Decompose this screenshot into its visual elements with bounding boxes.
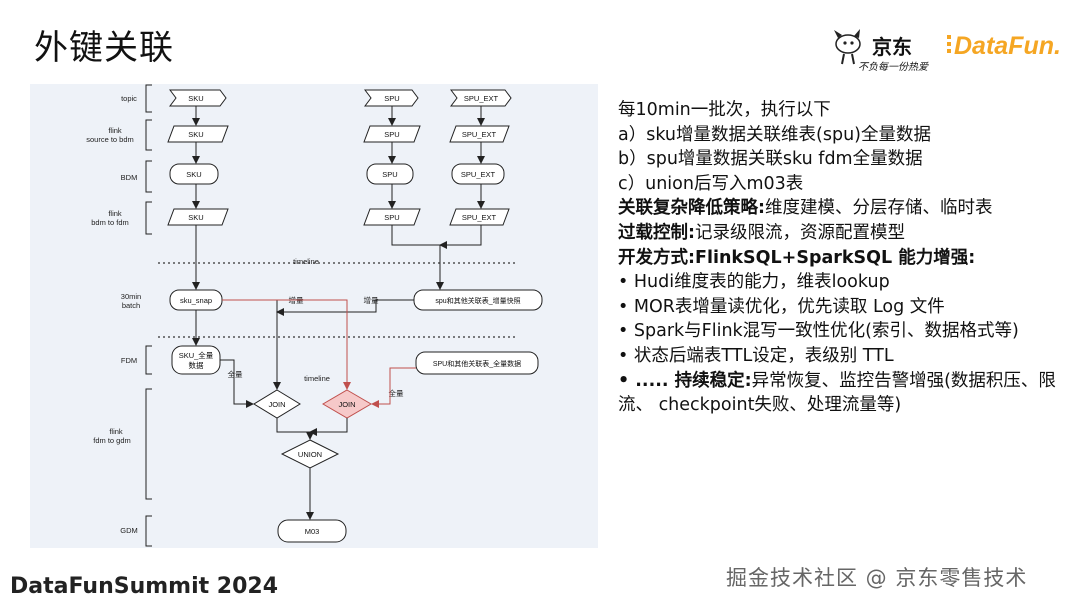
stage-flink-src-1: flink — [108, 126, 122, 135]
bdm-sku-node — [169, 163, 219, 185]
jd-dog-icon — [834, 29, 861, 65]
overload-line: 过载控制:记录级限流，资源配置模型 — [618, 221, 1063, 246]
stage-flink-src-2: source to bdm — [86, 135, 134, 144]
stage-fdm: FDM — [121, 356, 137, 365]
topic-sku-node — [169, 89, 227, 107]
incr-label-2: 增量 — [364, 295, 379, 305]
content-panel: 每10min一批次，执行以下 a）sku增量数据关联维表(spu)全量数据 b）… — [618, 98, 1063, 418]
spu-incr-label: spu和其他关联表_增量快照 — [435, 296, 520, 305]
bullet-4: • 状态后端表TTL设定，表级别 TTL — [618, 345, 894, 366]
full-label-2: 全量 — [389, 388, 404, 398]
content-line-3: b）spu增量数据关联sku fdm全量数据 — [618, 149, 923, 170]
topic-spu-node — [364, 89, 419, 107]
flow-diagram: topic flink source to bdm BDM flink bdm … — [30, 84, 598, 548]
overload-heading: 过载控制: — [618, 222, 695, 243]
stage-flink-gdm-2: fdm to gdm — [93, 436, 131, 445]
bullet-1: • Hudi维度表的能力，维表lookup — [618, 272, 890, 293]
stage-flink-bdm-2: bdm to fdm — [91, 218, 129, 227]
strategy-line: 关联复杂降低策略:维度建模、分层存储、临时表 — [618, 196, 1063, 221]
flink-sku-node — [167, 125, 229, 143]
sku-full-label-2: 数据 — [189, 360, 204, 370]
stage-batch-2: batch — [122, 301, 140, 310]
flow-diagram-svg: topic flink source to bdm BDM flink bdm … — [86, 84, 543, 547]
jd-slogan: 不负每一份热爱 — [858, 61, 929, 73]
join-label-2: JOIN — [338, 400, 355, 409]
spu-ext-label-2: SPU_EXT — [462, 130, 497, 139]
sku-label-4: SKU — [188, 213, 203, 222]
datafun-logo: DataFun. — [947, 32, 1061, 60]
bullet-2: • MOR表增量读优化，优先读取 Log 文件 — [618, 296, 945, 317]
datafun-mark-icon — [947, 35, 951, 53]
content-line-2: a）sku增量数据关联维表(spu)全量数据 — [618, 124, 931, 145]
content-line-4: c）union后写入m03表 — [618, 173, 804, 194]
stage-flink-gdm-1: flink — [109, 427, 123, 436]
sku-label-3: SKU — [186, 170, 201, 179]
timeline-label-2: timeline — [304, 374, 330, 383]
sku-snap-label: sku_snap — [180, 296, 212, 305]
topic-spu-ext-node — [450, 89, 512, 107]
spu-ext-label-1: SPU_EXT — [464, 94, 499, 103]
union-label: UNION — [298, 450, 322, 459]
sku-full-label-1: SKU_全量 — [179, 350, 214, 360]
strategy-text: 维度建模、分层存储、临时表 — [765, 198, 993, 219]
spu-label-3: SPU — [382, 170, 397, 179]
spu-label-1: SPU — [384, 94, 399, 103]
footer-watermark: 掘金技术社区 @ 京东零售技术 — [726, 566, 1028, 590]
spu-full-label: SPU和其他关联表_全量数据 — [433, 359, 521, 368]
bullet-5-heading: • ..... 持续稳定: — [618, 370, 752, 391]
fdm-flink-spu-node — [363, 208, 421, 226]
m03-label: M03 — [305, 527, 320, 536]
flink-spu-ext-node — [449, 125, 510, 143]
dev-mode-line: 开发方式:FlinkSQL+SparkSQL 能力增强: — [618, 247, 976, 268]
footer-summit: DataFunSummit 2024 — [10, 574, 279, 599]
bdm-spu-ext-node — [451, 163, 505, 185]
page-title: 外键关联 — [34, 28, 174, 68]
sku-label-1: SKU — [188, 94, 203, 103]
content-line-1: 每10min一批次，执行以下 — [618, 100, 831, 120]
jd-name: 京东 — [872, 35, 912, 59]
bdm-spu-node — [366, 163, 414, 185]
sku-label-2: SKU — [188, 130, 203, 139]
stage-batch-1: 30min — [121, 292, 141, 301]
spu-ext-label-3: SPU_EXT — [461, 170, 496, 179]
spu-ext-label-4: SPU_EXT — [462, 213, 497, 222]
bullet-3: • Spark与Flink混写一致性优化(索引、数据格式等) — [618, 321, 1019, 342]
timeline-label-1: timeline — [293, 257, 319, 266]
flink-spu-node — [363, 125, 421, 143]
stage-flink-bdm-1: flink — [108, 209, 122, 218]
spu-label-2: SPU — [384, 130, 399, 139]
spu-full-node — [415, 351, 539, 375]
fdm-flink-spu-ext-node — [449, 208, 510, 226]
jd-logo: 京东 不负每一份热爱 — [834, 29, 929, 73]
datafun-name: DataFun. — [954, 32, 1061, 60]
spu-label-4: SPU — [384, 213, 399, 222]
overload-text: 记录级限流，资源配置模型 — [695, 222, 905, 243]
m03-node — [277, 519, 347, 543]
strategy-heading: 关联复杂降低策略: — [618, 198, 765, 219]
bullet-5: • ..... 持续稳定:异常恢复、监控告警增强(数据积压、限流、 checkp… — [618, 369, 1063, 418]
stage-topic: topic — [121, 94, 137, 103]
fdm-flink-sku-node — [167, 208, 229, 226]
full-label-1: 全量 — [228, 369, 243, 379]
bullet-5-text: 异常恢复、监控告警增强(数据积压、限流、 checkpoint失败、处理流量等) — [618, 370, 1056, 416]
stage-gdm: GDM — [120, 526, 138, 535]
stage-bdm: BDM — [121, 173, 138, 182]
join-label-1: JOIN — [268, 400, 285, 409]
